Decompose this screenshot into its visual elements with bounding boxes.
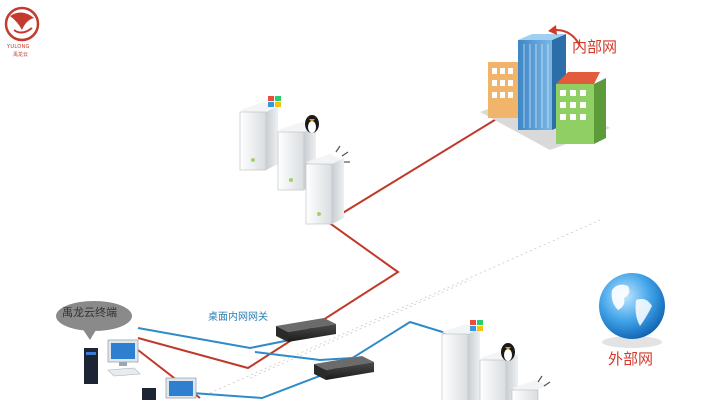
curved-arrow-head [548,25,557,35]
globe-icon [599,273,665,348]
activity-spark-icon [537,375,551,387]
logo-icon [4,6,40,42]
activity-spark-icon [335,145,350,163]
guide-lines [209,219,601,394]
external-network-line-3 [254,351,353,362]
desktop-terminal-icon [142,377,197,400]
speech-bubble-icon [56,301,132,340]
server-icon [511,380,548,400]
external-network-label: 外部网 [608,350,654,368]
gateway-label: 桌面内网网关 [208,312,268,323]
gateway-device-icon [276,318,336,342]
windows-flag-icon [470,320,483,331]
server-icon [239,102,278,171]
building-icon [480,34,610,150]
server-group-lower [441,320,551,400]
desktop-terminal-icon [84,339,141,384]
linux-penguin-icon [305,115,319,133]
logo-sub: 禹龙云 [13,52,29,58]
logo-tagline: YULONG [7,44,30,50]
curved-arrow-icon [555,29,581,47]
server-group-upper [239,96,350,225]
linux-penguin-icon [501,343,515,361]
external-network-line [137,327,291,350]
server-icon [305,154,344,225]
windows-flag-icon [268,96,281,107]
internal-network-label: 内部网 [572,38,618,56]
terminal-label: 禹龙云终端 [62,306,117,319]
server-icon [441,324,480,400]
internal-network-line [137,117,499,370]
gateway-device-icon [314,356,374,380]
